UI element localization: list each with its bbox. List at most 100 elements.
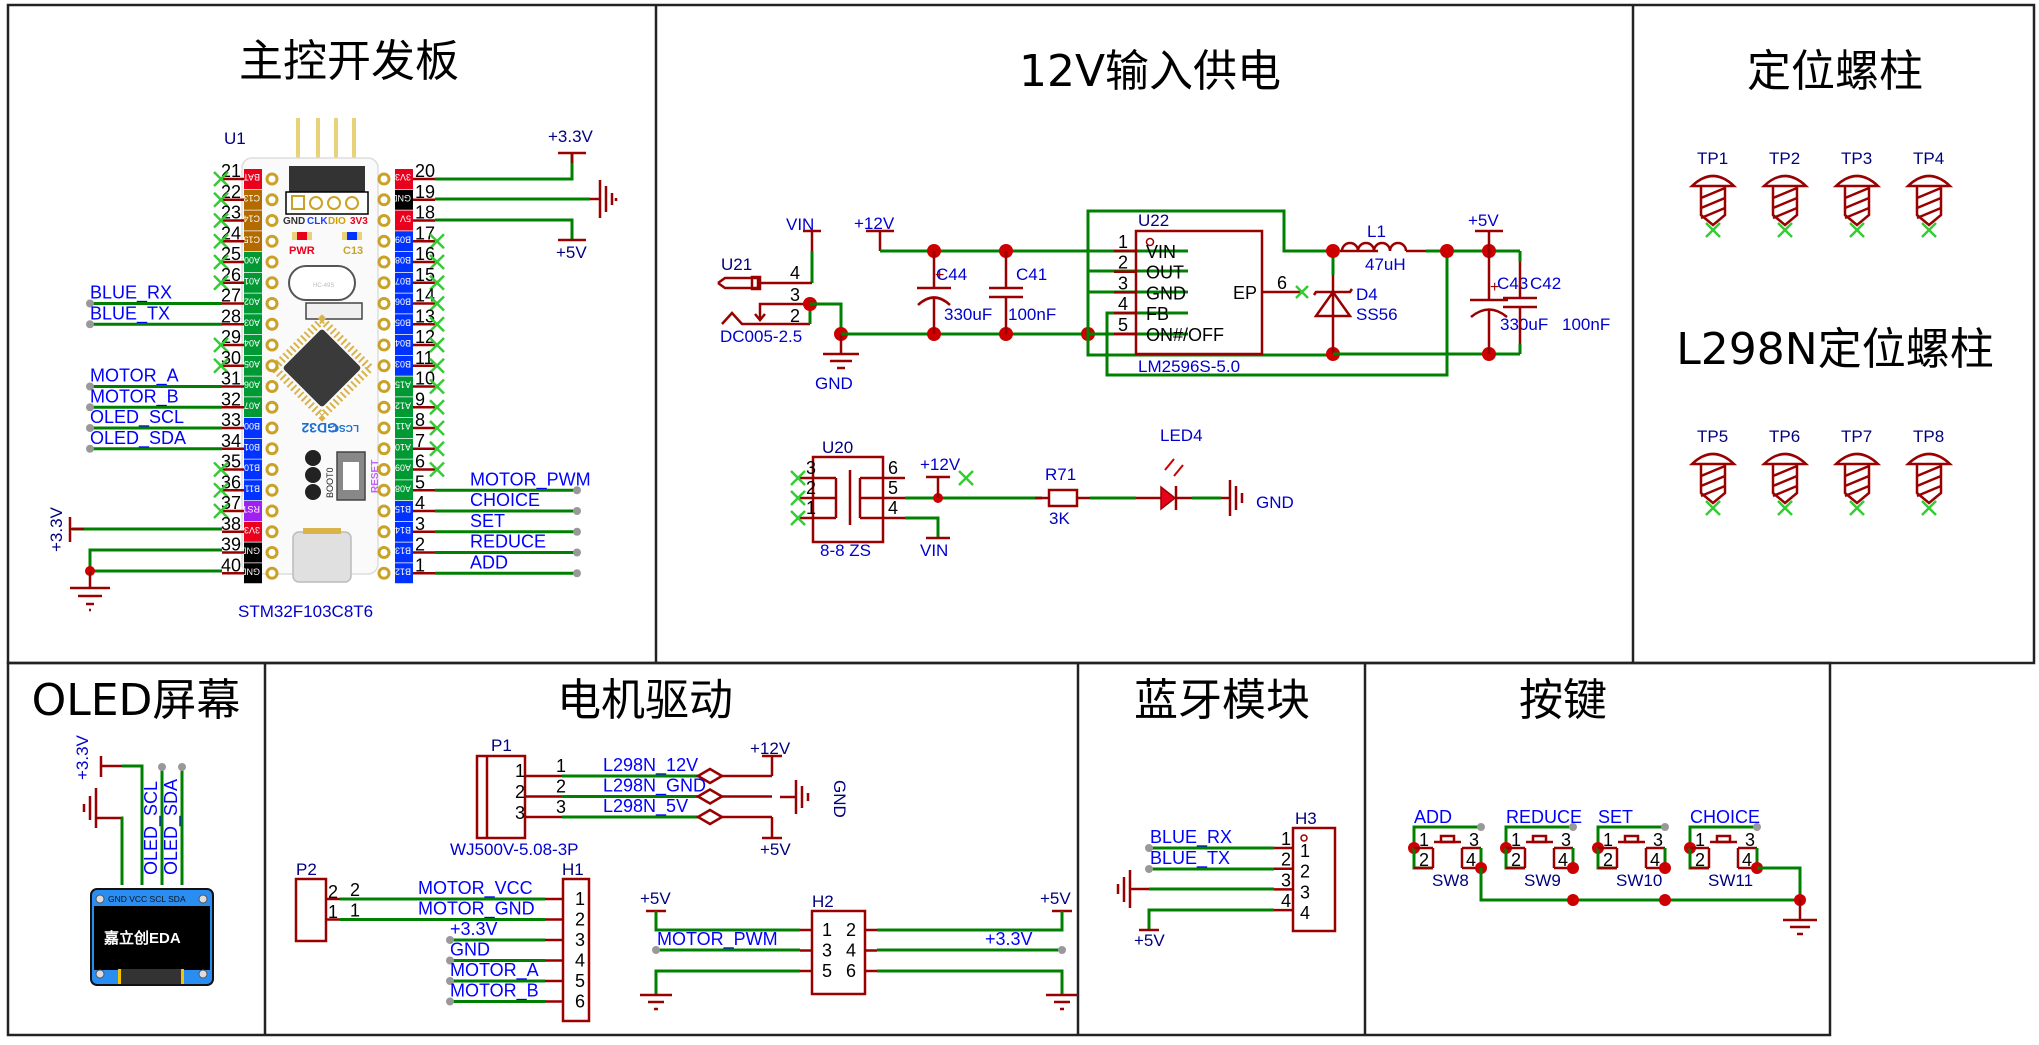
standoff-tp5[interactable]: TP5 — [1688, 427, 1738, 516]
svg-text:+5V: +5V — [1134, 931, 1165, 950]
standoff-tp8[interactable]: TP8 — [1904, 427, 1954, 516]
svg-text:A09: A09 — [395, 463, 411, 473]
section-frames — [6, 3, 2036, 1037]
section-title-standoffs: 定位螺柱 — [1747, 46, 1923, 97]
led4[interactable]: LED4 — [1136, 426, 1203, 511]
resistor-r71[interactable]: R71 3K — [1035, 465, 1090, 528]
capacitor-c41[interactable]: C41 100nF — [989, 251, 1056, 334]
section-title-mcu: 主控开发板 — [239, 36, 459, 87]
connector-p1[interactable]: P1 1 2 3 WJ500V-5.08-3P — [450, 736, 579, 859]
inductor-l1[interactable]: L1 47uH — [1340, 222, 1426, 274]
mcu-designator: U1 — [224, 129, 246, 148]
no-connect-icon — [1705, 222, 1721, 238]
oled-display[interactable]: +3.3V OLED_SCL OLED_SDA GND VCC SCL SDA … — [73, 734, 214, 986]
standoff-tp4[interactable]: TP4 — [1904, 149, 1954, 238]
standoff-tp3[interactable]: TP3 — [1832, 149, 1882, 238]
svg-text:2: 2 — [350, 880, 360, 900]
section-title-motor: 电机驱动 — [557, 675, 733, 726]
svg-text:BLUE_RX: BLUE_RX — [1150, 827, 1232, 848]
net-label: ADD — [1414, 807, 1452, 827]
ground-icon — [82, 788, 121, 828]
svg-text:A00: A00 — [244, 255, 260, 265]
svg-text:27: 27 — [221, 286, 241, 306]
no-connect-icon — [213, 503, 229, 519]
mcu-board-u1[interactable]: U1 GND CLK DIO 3V3 PWR C13 — [86, 118, 591, 621]
svg-text:5: 5 — [888, 478, 898, 498]
svg-text:+12V: +12V — [750, 739, 791, 758]
svg-text:+: + — [935, 267, 944, 284]
capacitor-c43[interactable]: C43 + 330uF — [1470, 251, 1548, 354]
svg-text:D4: D4 — [1356, 285, 1378, 304]
no-connect-icon — [790, 510, 806, 526]
capacitor-c44[interactable]: C44 330uF + — [917, 251, 992, 334]
standoff-tp6[interactable]: TP6 — [1760, 427, 1810, 516]
capacitor-c42[interactable]: C42 100nF — [1503, 262, 1610, 354]
svg-text:1: 1 — [415, 555, 425, 575]
standoff-tp2[interactable]: TP2 — [1760, 149, 1810, 238]
standoff-tp7[interactable]: TP7 — [1832, 427, 1882, 516]
svg-text:1: 1 — [1118, 232, 1128, 252]
svg-text:SW8: SW8 — [1432, 871, 1469, 890]
svg-text:3: 3 — [1561, 830, 1571, 850]
dc-jack-u21[interactable]: U21 4 3 2 DC005-2.5 — [717, 255, 812, 346]
svg-text:3: 3 — [1745, 830, 1755, 850]
svg-text:3V3: 3V3 — [350, 216, 368, 227]
standoff-tp1[interactable]: TP1 — [1688, 149, 1738, 238]
diode-d4[interactable]: D4 SS56 — [1312, 275, 1398, 354]
connector-p2[interactable]: P2 2 1 — [294, 860, 338, 943]
svg-text:A03: A03 — [244, 317, 260, 327]
svg-text:2: 2 — [1511, 850, 1521, 870]
